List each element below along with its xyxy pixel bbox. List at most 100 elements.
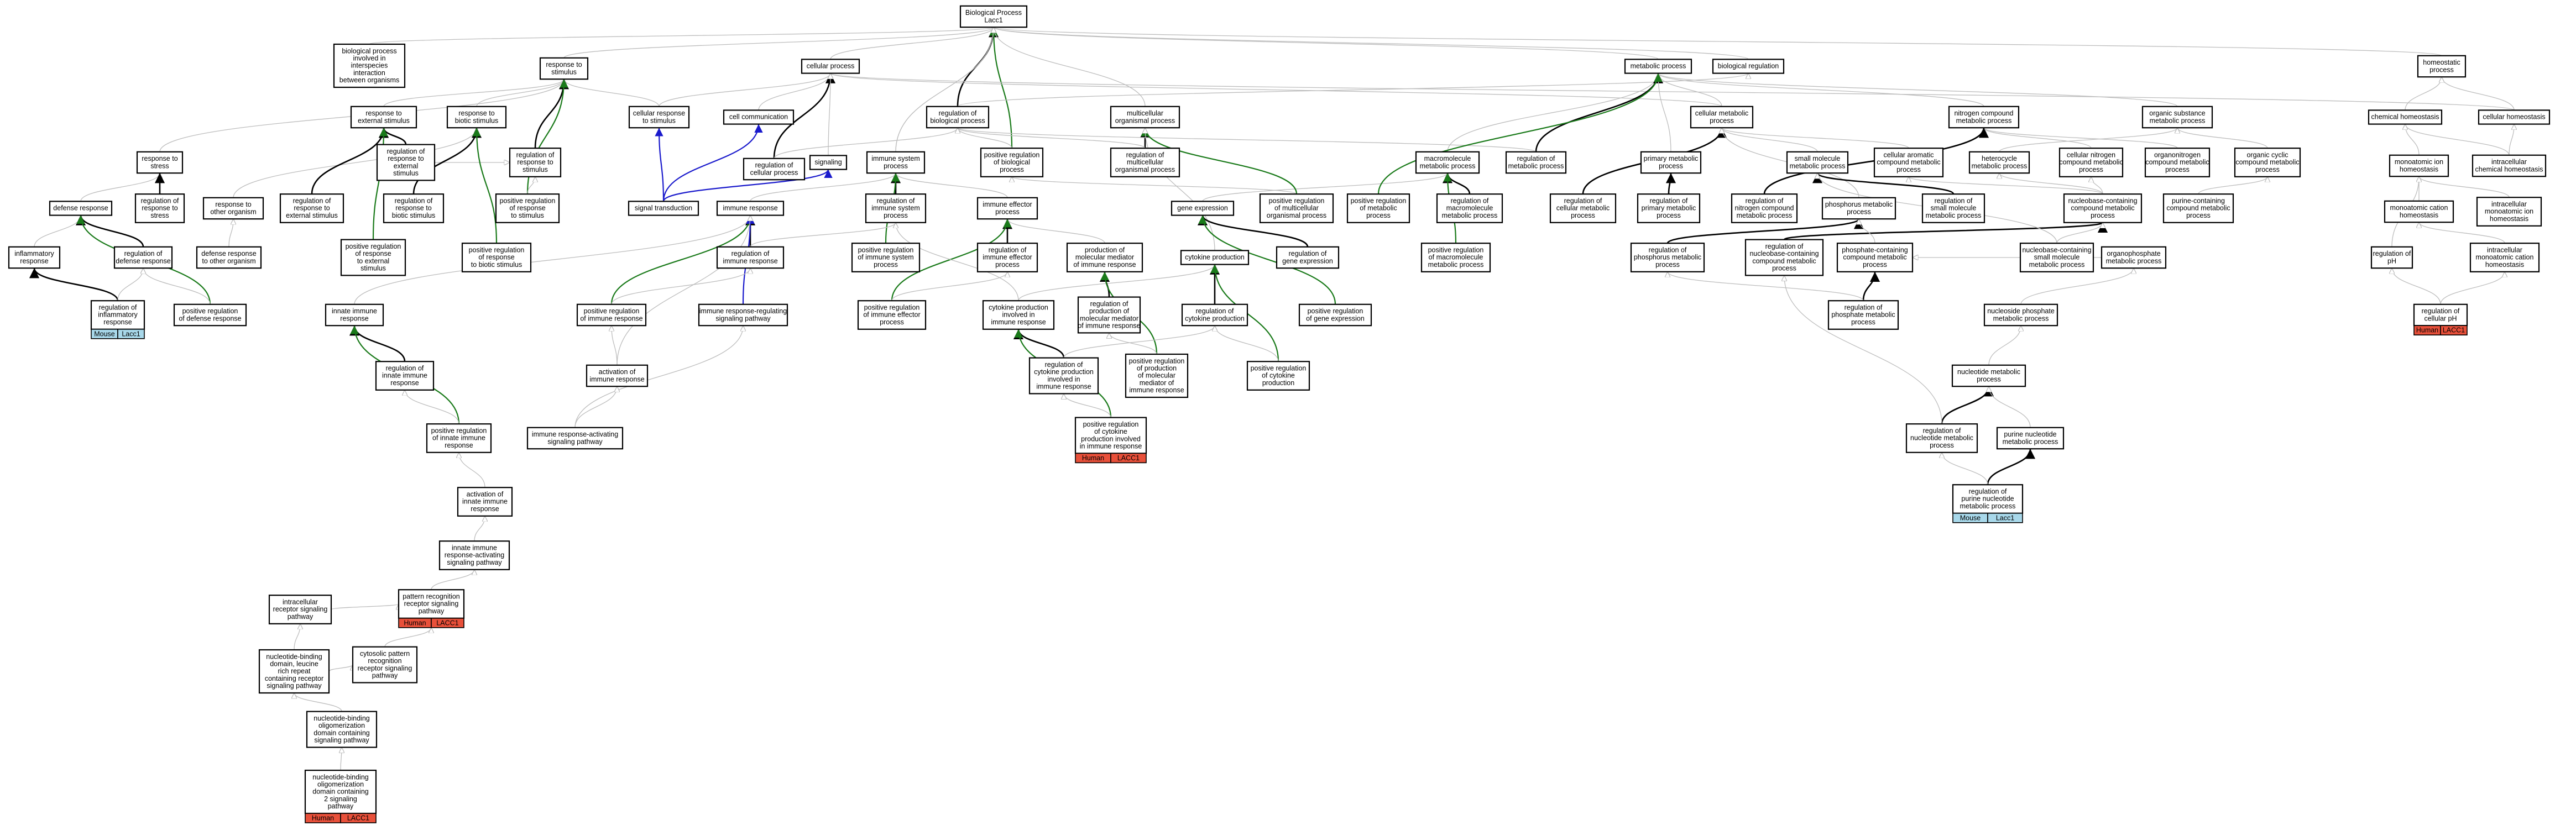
go-term-node[interactable]: metabolic process [1624, 59, 1692, 74]
go-term-node[interactable]: nucleotide-bindingoligomerizationdomain … [304, 769, 377, 823]
go-term-node[interactable]: cellular homeostasis [2478, 109, 2551, 125]
go-term-node[interactable]: immune response [716, 201, 785, 216]
go-term-node[interactable]: signaling [809, 155, 848, 170]
go-term-node[interactable]: nucleotide-bindingoligomerizationdomain … [306, 711, 378, 748]
go-term-node[interactable]: biological regulation [1712, 59, 1785, 74]
go-term-node[interactable]: cellular process [801, 59, 860, 74]
go-term-node[interactable]: cell communication [723, 109, 795, 125]
go-term-node[interactable]: regulation ofnucleobase-containingcompou… [1744, 239, 1824, 276]
go-term-node[interactable]: innate immuneresponse-activatingsignalin… [438, 540, 510, 570]
go-term-node[interactable]: cytokine production [1180, 250, 1250, 265]
go-term-node[interactable]: signal transduction [628, 201, 699, 216]
go-term-node[interactable]: gene expression [1171, 201, 1235, 216]
